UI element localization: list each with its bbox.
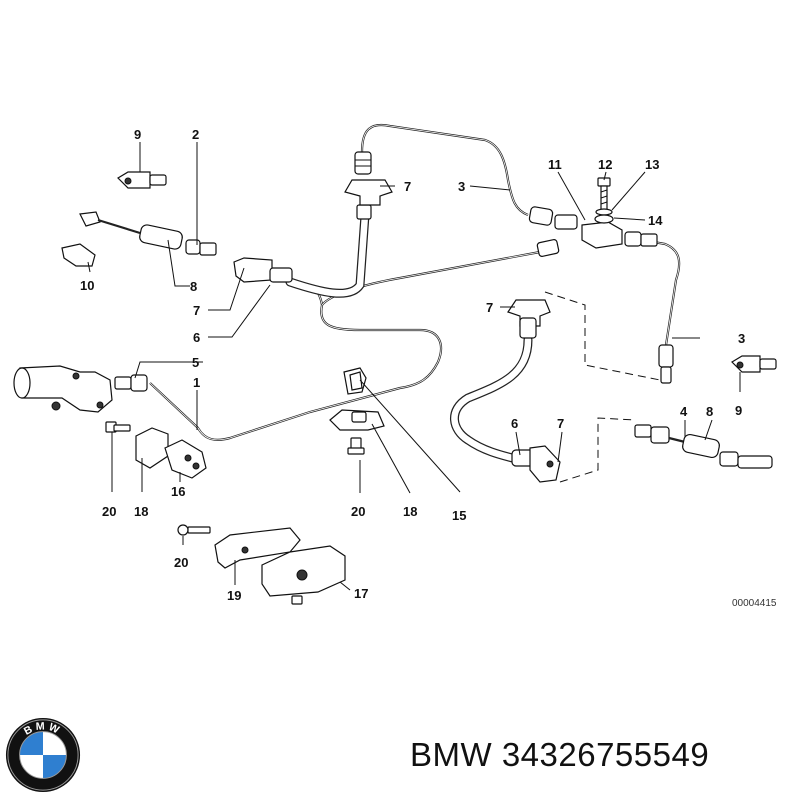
bolt-12 (597, 177, 611, 211)
bleed-screw-9-right (731, 355, 777, 373)
callout-19: 19 (227, 588, 241, 603)
callout-18-center: 18 (403, 504, 417, 519)
bmw-logo: BMW (5, 717, 81, 793)
callout-11: 11 (548, 157, 562, 172)
bolt-20-lower (177, 524, 211, 536)
callout-12: 12 (598, 157, 612, 172)
callout-20-center: 20 (351, 504, 365, 519)
callout-13: 13 (645, 157, 659, 172)
bracket-7-right-upper (507, 299, 551, 339)
callout-4: 4 (680, 404, 688, 419)
junction-block-11 (528, 206, 658, 257)
washer-13-14 (594, 208, 614, 224)
bracket-18-center (329, 409, 385, 431)
callout-3-right: 3 (738, 331, 745, 346)
clamp-18-16-left (135, 427, 207, 479)
bracket-7-upper (344, 179, 393, 206)
hose-end-fitting-upper (354, 151, 372, 220)
callout-8-right: 8 (706, 404, 713, 419)
callout-6-right: 6 (511, 416, 518, 431)
bracket-7-right-lower (529, 445, 561, 483)
diagram-code: 00004415 (732, 598, 777, 609)
svg-text:BMW: BMW (22, 720, 64, 737)
bolt-20-center (347, 437, 365, 455)
dashed-guide-right (544, 291, 661, 483)
callout-3-upper: 3 (458, 179, 465, 194)
brake-hose-left (285, 210, 370, 298)
callout-5: 5 (192, 355, 199, 370)
clip-10 (61, 243, 96, 267)
callout-8-left: 8 (190, 279, 197, 294)
wheel-cylinder-left (13, 365, 113, 413)
bleed-screw-9-left (117, 171, 167, 189)
callout-6-left: 6 (193, 330, 200, 345)
callout-15: 15 (452, 508, 466, 523)
callout-14: 14 (648, 213, 663, 228)
callout-1: 1 (193, 375, 200, 390)
leader-lines (87, 142, 741, 591)
bolt-20-left (105, 421, 131, 433)
callout-16: 16 (171, 484, 185, 499)
brake-pipe-right (624, 235, 681, 346)
callout-17: 17 (354, 586, 368, 601)
brake-pipe-upper-loop (360, 123, 529, 217)
callout-7-upper: 7 (404, 179, 411, 194)
bracket-7-left (233, 257, 293, 283)
mount-17 (261, 545, 346, 605)
brake-line-assembly-8-left (79, 211, 217, 256)
callout-20-lower: 20 (174, 555, 188, 570)
callout-numbers: 9 2 8 10 7 6 5 1 7 3 11 12 13 14 3 9 7 6… (80, 127, 745, 603)
callout-9-right: 9 (735, 403, 742, 418)
callout-20-left: 20 (102, 504, 116, 519)
pipe-end-right (658, 344, 674, 384)
clamp-15 (343, 367, 367, 395)
callout-7-right-upper: 7 (486, 300, 493, 315)
pipe-nut-5 (114, 374, 148, 392)
callout-7-left: 7 (193, 303, 200, 318)
callout-18-left: 18 (134, 504, 148, 519)
brake-line-assembly-4-8-right (634, 424, 773, 469)
callout-10: 10 (80, 278, 94, 293)
logo-letters: BMW (22, 720, 61, 737)
callout-7-right-lower: 7 (557, 416, 564, 431)
callout-9-left: 9 (134, 127, 141, 142)
brake-hose-right (450, 335, 533, 465)
brand-part-number: BMW 34326755549 (410, 736, 710, 773)
callout-2: 2 (192, 127, 199, 142)
